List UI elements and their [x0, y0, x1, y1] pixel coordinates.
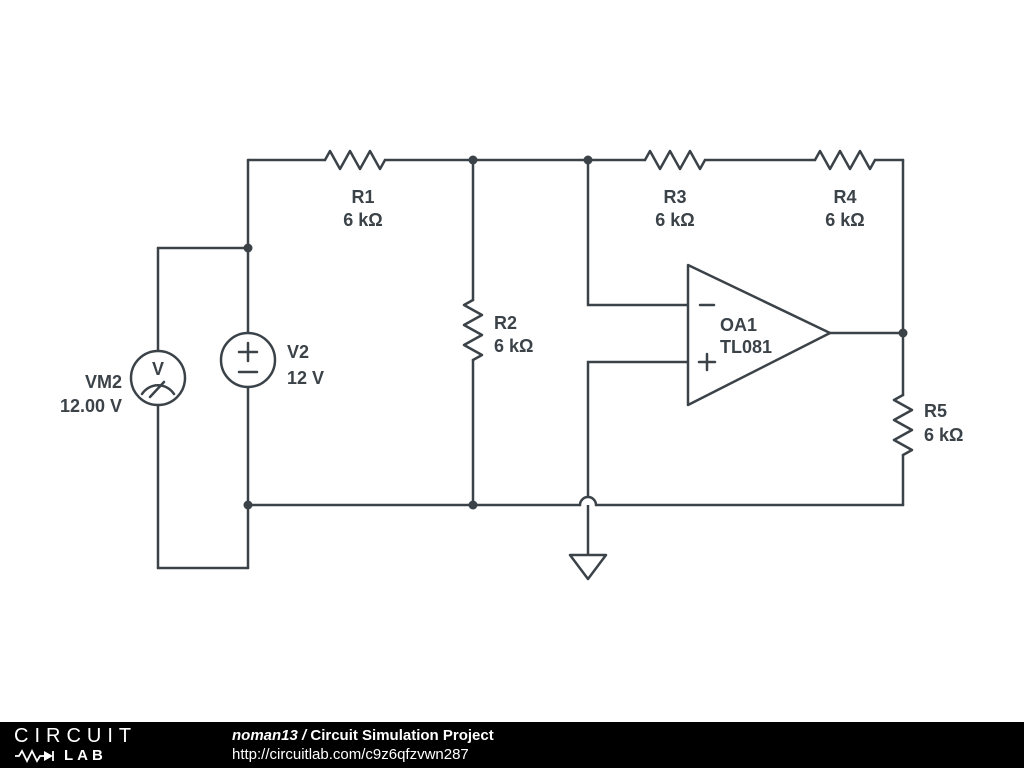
- component-value: 6 kΩ: [924, 425, 963, 445]
- component-designator: V2: [287, 342, 309, 362]
- meter-unit-letter: V: [152, 359, 164, 379]
- voltmeter-vm2[interactable]: V VM2 12.00 V: [60, 349, 187, 416]
- resistor-symbol: [892, 393, 914, 457]
- schematic-canvas[interactable]: R1 6 kΩ R3 6 kΩ R4 6 kΩ R2 6 kΩ R5 6 kΩ: [0, 0, 1024, 722]
- component-designator: VM2: [85, 372, 122, 392]
- meter-dial-arc: [140, 384, 176, 396]
- plus-sign: [237, 341, 259, 363]
- component-value: 12.00 V: [60, 396, 122, 416]
- logo-lab-text: LAB: [64, 747, 107, 764]
- junction-dot: [243, 500, 253, 510]
- resistor-r1[interactable]: R1 6 kΩ: [323, 149, 387, 230]
- resistor-symbol: [643, 149, 707, 171]
- project-url[interactable]: http://circuitlab.com/c9z6qfzvwn287: [232, 746, 469, 763]
- junction-dot: [583, 155, 593, 165]
- component-designator: R3: [663, 187, 686, 207]
- junction-dot: [468, 155, 478, 165]
- component-value: 12 V: [287, 368, 324, 388]
- junction-dot: [243, 243, 253, 253]
- resistor-symbol: [813, 149, 877, 171]
- resistor-r5[interactable]: R5 6 kΩ: [892, 393, 963, 457]
- component-designator: R2: [494, 313, 517, 333]
- junction-dots: [243, 155, 908, 510]
- component-value: 6 kΩ: [343, 210, 382, 230]
- resistor-r3[interactable]: R3 6 kΩ: [643, 149, 707, 230]
- component-designator: R5: [924, 401, 947, 421]
- wire: [586, 360, 690, 557]
- voltage-source-v2[interactable]: V2 12 V: [219, 331, 324, 389]
- byline-separator: /: [297, 727, 311, 744]
- meter-needle: [148, 380, 166, 399]
- resistor-symbol: [462, 298, 484, 362]
- component-value: 6 kΩ: [655, 210, 694, 230]
- noninverting-input-plus-sign: [697, 352, 717, 372]
- wire: [586, 158, 690, 307]
- logo-circuit-text: CIRCUIT: [14, 725, 138, 747]
- resistor-r2[interactable]: R2 6 kΩ: [462, 298, 533, 362]
- author-name[interactable]: noman13: [232, 727, 298, 744]
- wires: [156, 158, 905, 570]
- component-designator: R1: [351, 187, 374, 207]
- junction-dot: [468, 500, 478, 510]
- opamp-oa1[interactable]: OA1 TL081: [686, 263, 832, 407]
- ground-triangle: [568, 553, 608, 581]
- opamp-triangle: [686, 263, 832, 407]
- ground-symbol[interactable]: [568, 553, 608, 581]
- project-byline: noman13 / Circuit Simulation Project htt…: [232, 726, 494, 764]
- component-value: 6 kΩ: [825, 210, 864, 230]
- component-designator: OA1: [720, 315, 757, 335]
- component-value: 6 kΩ: [494, 336, 533, 356]
- footer-bar: CIRCUIT LAB noman13 / Circuit Simulation…: [0, 722, 1024, 768]
- resistor-diode-glyph-icon: [15, 748, 54, 763]
- project-title[interactable]: Circuit Simulation Project: [310, 727, 494, 744]
- resistor-symbol: [323, 149, 387, 171]
- resistor-r4[interactable]: R4 6 kΩ: [813, 149, 877, 230]
- circuitlab-logo[interactable]: CIRCUIT LAB: [0, 726, 204, 764]
- wire-hop: [578, 495, 598, 507]
- component-designator: R4: [833, 187, 856, 207]
- component-value: TL081: [720, 337, 772, 357]
- junction-dot: [898, 328, 908, 338]
